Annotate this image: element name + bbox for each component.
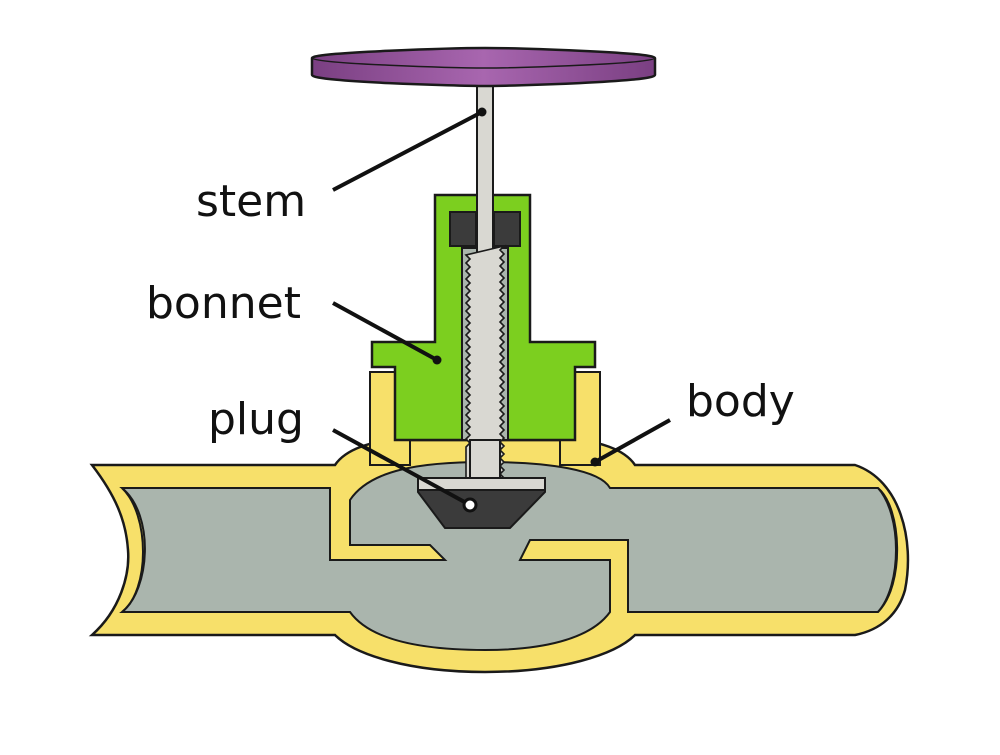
body-leader [594,418,671,464]
stem-rod [476,79,494,256]
valve-body [88,371,910,674]
label-stem: stem [196,176,306,227]
label-body: body [686,376,795,427]
plug-leader [332,428,471,507]
label-bonnet: bonnet [146,278,301,329]
packing-left [449,211,477,247]
plug-cap [417,477,546,491]
stem-leader-dot [477,107,487,117]
label-plug: plug [208,394,304,445]
stem-lower [469,439,501,481]
right-pipe-end [877,487,897,613]
handwheel-top-edge [311,57,656,69]
handwheel-disc [310,46,657,88]
stem-leader [332,110,483,192]
bonnet-leader [332,301,438,362]
stem [464,79,507,481]
stem-threads [464,244,507,479]
body-leader-dot [590,457,600,467]
plug [417,477,546,529]
bonnet-leader-dot [432,355,442,365]
plug-leader-dot [462,497,478,513]
left-pipe-end [121,487,144,613]
leader-lines [332,107,671,513]
labels: stem bonnet plug body [146,176,795,445]
handwheel [310,46,657,88]
packing-right [493,211,521,247]
